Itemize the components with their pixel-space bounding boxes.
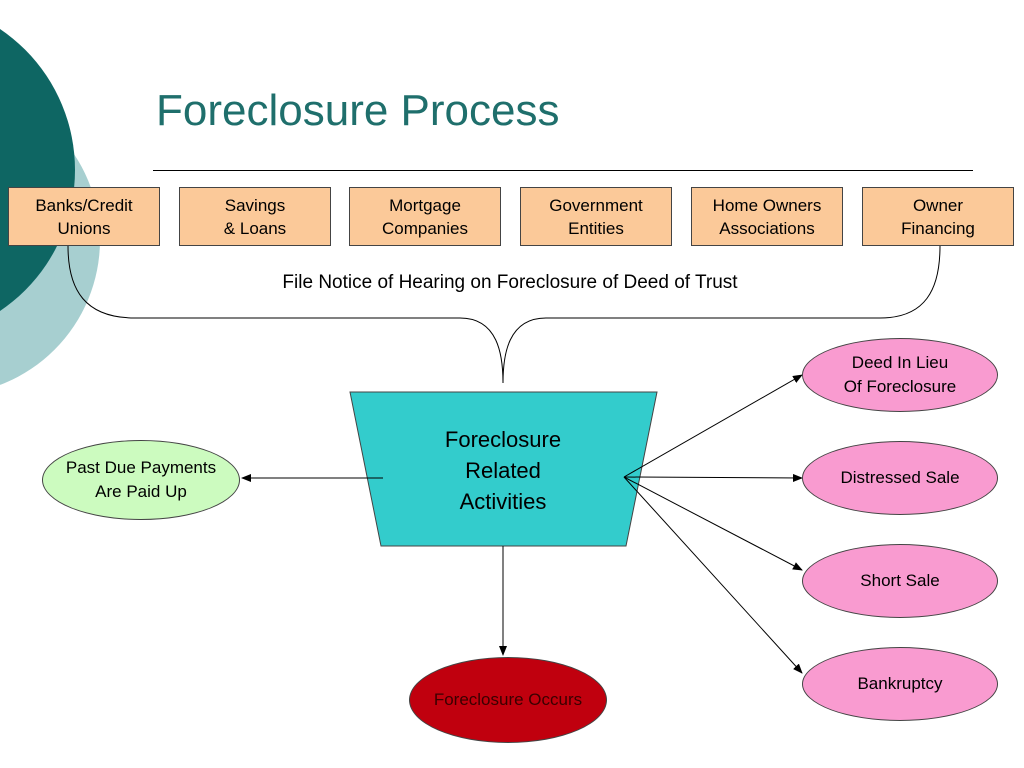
oval-bankruptcy: Bankruptcy [802, 647, 998, 721]
center-label: Foreclosure Related Activities [444, 427, 562, 514]
title-divider [153, 170, 973, 171]
brace-caption: File Notice of Hearing on Foreclosure of… [282, 272, 738, 293]
source-box-banks: Banks/Credit Unions [8, 187, 160, 246]
center-trapezoid [349, 391, 658, 547]
source-box-home-owners-associations: Home Owners Associations [691, 187, 843, 246]
page-title: Foreclosure Process [156, 86, 560, 135]
oval-short-sale: Short Sale [802, 544, 998, 618]
source-box-government-entities: Government Entities [520, 187, 672, 246]
brace-connector [67, 245, 941, 384]
oval-past-due-payments: Past Due Payments Are Paid Up [42, 440, 240, 520]
oval-deed-in-lieu: Deed In Lieu Of Foreclosure [802, 338, 998, 412]
source-box-owner-financing: Owner Financing [862, 187, 1014, 246]
oval-foreclosure-occurs: Foreclosure Occurs [409, 657, 607, 743]
arrow-to-bankruptcy [623, 476, 803, 674]
source-box-savings-loans: Savings & Loans [179, 187, 331, 246]
arrow-to-distressed-sale [623, 473, 803, 482]
arrow-to-deed-in-lieu [623, 374, 803, 478]
source-box-mortgage-companies: Mortgage Companies [349, 187, 501, 246]
arrow-to-short-sale [623, 476, 803, 571]
oval-distressed-sale: Distressed Sale [802, 441, 998, 515]
